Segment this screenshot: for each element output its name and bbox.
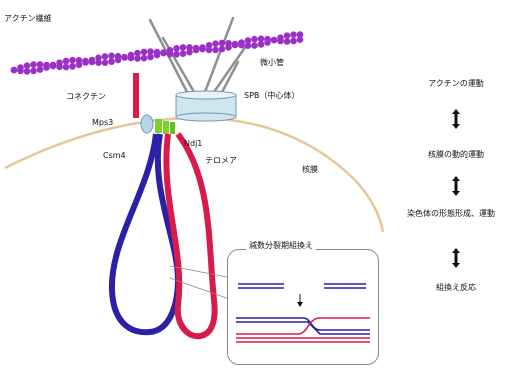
actin-bead xyxy=(173,45,180,52)
actin-bead xyxy=(128,55,135,62)
actin-bead xyxy=(95,55,102,62)
actin-bead xyxy=(186,44,193,51)
actin-bead xyxy=(251,36,258,43)
spb-label: SPB（中心体） xyxy=(244,92,299,100)
actin-bead xyxy=(238,39,245,46)
actin-bead xyxy=(141,49,148,56)
actin-bead xyxy=(290,31,297,38)
actin-bead xyxy=(167,47,174,54)
microtubule-label: 微小管 xyxy=(260,59,284,67)
actin-bead xyxy=(173,51,180,58)
connector-bar xyxy=(133,73,139,118)
actin-bead xyxy=(284,38,291,45)
actin-bead xyxy=(212,40,219,47)
actin-bead xyxy=(43,62,50,69)
actin-bead xyxy=(115,53,122,60)
actin-bead xyxy=(180,44,187,51)
actin-bead xyxy=(154,52,161,59)
actin-bead xyxy=(102,59,109,66)
recombination-schematic xyxy=(228,250,378,364)
pre-recombination-strands xyxy=(238,284,366,288)
actin-bead xyxy=(264,36,271,43)
actin-bead xyxy=(24,68,31,75)
nuclear-envelope xyxy=(5,118,383,232)
actin-bead xyxy=(89,57,96,64)
actin-bead xyxy=(11,67,18,74)
actin-bead xyxy=(290,38,297,45)
actin-bead xyxy=(37,61,44,68)
flow-step-1: アクチンの運動 xyxy=(400,80,507,88)
actin-bead xyxy=(30,68,37,75)
actin-bead xyxy=(277,38,284,45)
actin-bead xyxy=(63,64,70,71)
actin-bead xyxy=(258,36,265,43)
actin-bead xyxy=(225,44,232,51)
down-arrow-icon xyxy=(297,294,303,307)
actin-bead xyxy=(63,58,70,65)
actin-filament xyxy=(11,31,304,74)
actin-bead xyxy=(121,54,128,61)
actin-bead xyxy=(284,32,291,39)
actin-bead xyxy=(24,62,31,69)
mps3-label: Mps3 xyxy=(92,119,113,127)
post-recombination-strands xyxy=(236,318,370,342)
actin-bead xyxy=(141,55,148,62)
telomere-label: テロメア xyxy=(205,157,237,165)
actin-bead xyxy=(30,61,37,68)
actin-bead xyxy=(69,63,76,70)
actin-bead xyxy=(219,46,226,53)
ndj1-label: Ndj1 xyxy=(184,140,202,148)
actin-bead xyxy=(17,64,24,71)
flow-step-4: 組換え反応 xyxy=(400,284,507,292)
csm4-label: Csm4 xyxy=(103,152,126,160)
actin-bead xyxy=(108,58,115,65)
actin-bead xyxy=(245,37,252,44)
actin-bead xyxy=(102,53,109,60)
actin-bead xyxy=(219,40,226,47)
actin-bead xyxy=(147,54,154,61)
flow-arrows xyxy=(452,109,460,268)
actin-bead xyxy=(160,49,167,56)
actin-bead xyxy=(134,55,141,62)
actin-bead xyxy=(271,37,278,44)
nuclear-envelope-label: 核膜 xyxy=(302,166,318,174)
actin-bead xyxy=(206,47,213,54)
actin-filament-label: アクチン繊維 xyxy=(4,15,52,23)
actin-bead xyxy=(232,42,239,49)
actin-bead xyxy=(251,42,258,49)
actin-bead xyxy=(69,57,76,64)
actin-bead xyxy=(82,59,89,66)
actin-bead xyxy=(199,46,206,53)
actin-bead xyxy=(108,53,115,60)
actin-bead xyxy=(193,45,200,52)
flow-step-2: 核膜の動的運動 xyxy=(400,151,507,159)
flow-step-3: 染色体の形態形成、運動 xyxy=(395,210,507,218)
cohesin-label: コネクチン xyxy=(66,93,106,101)
recombination-inset xyxy=(227,249,379,365)
ndj1-protein xyxy=(155,119,175,134)
actin-bead xyxy=(56,64,63,71)
actin-bead xyxy=(76,62,83,69)
mps3-protein xyxy=(141,115,153,133)
actin-bead xyxy=(212,47,219,54)
actin-bead xyxy=(297,36,304,43)
actin-bead xyxy=(180,50,187,57)
spb-cylinder xyxy=(176,91,236,121)
actin-bead xyxy=(50,63,57,70)
recombination-label: 減数分裂期組換え xyxy=(246,242,316,250)
